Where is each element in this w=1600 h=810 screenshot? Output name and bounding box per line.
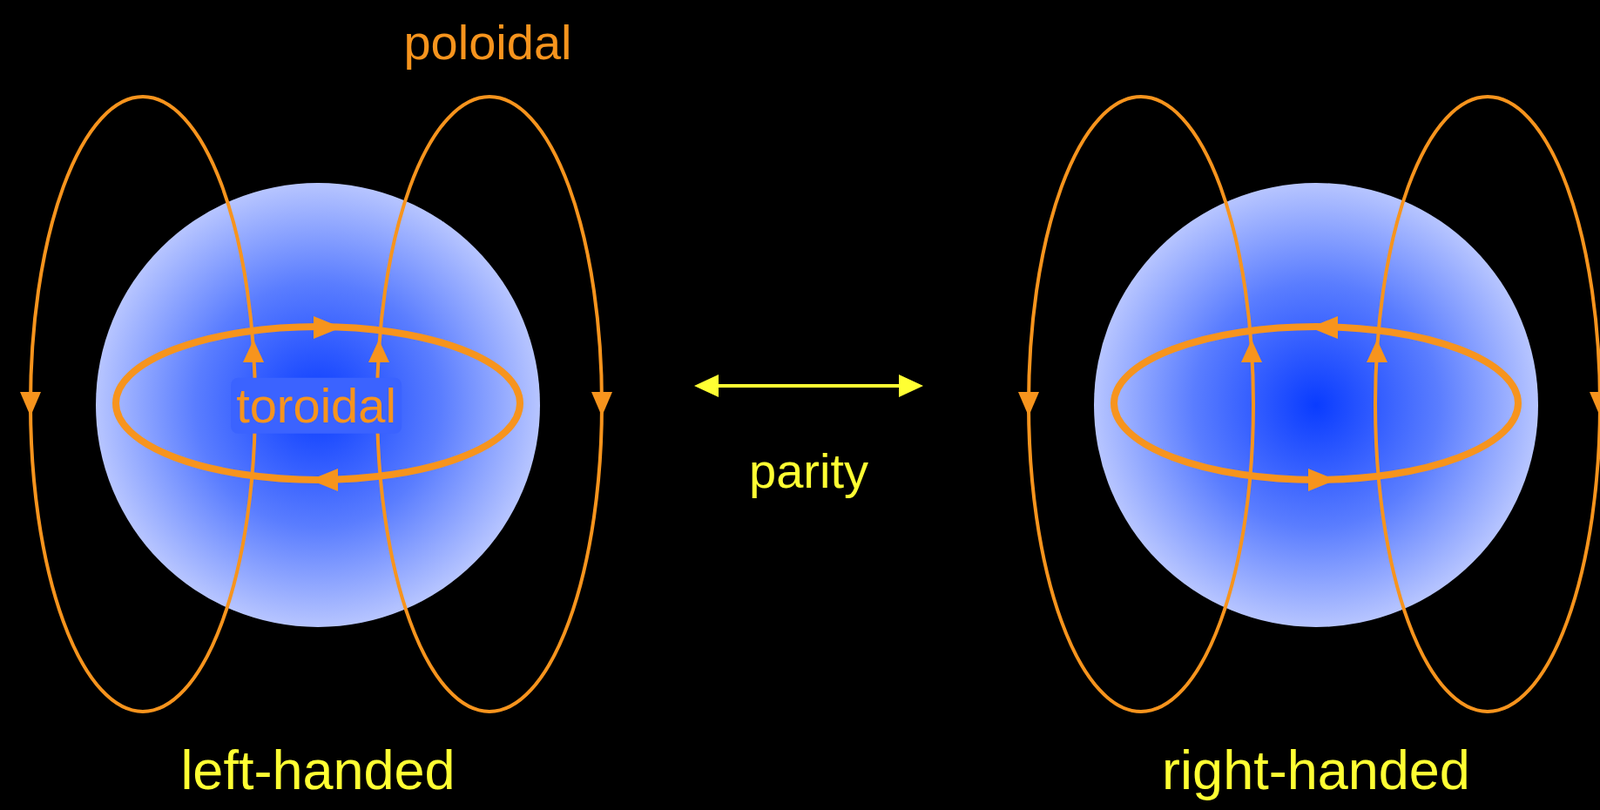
left-figure: toroidal left-handed (0, 0, 695, 810)
toroidal-label: toroidal (230, 378, 402, 434)
poloidal-label: poloidal (403, 14, 572, 71)
left-star (20, 96, 613, 712)
handedness-label: left-handed (180, 738, 455, 802)
handedness-label: right-handed (1161, 738, 1471, 802)
edge-label: parity (749, 443, 869, 500)
right-star (1018, 96, 1600, 712)
right-figure: right-handed (923, 0, 1600, 810)
parity-arrow (694, 374, 924, 398)
